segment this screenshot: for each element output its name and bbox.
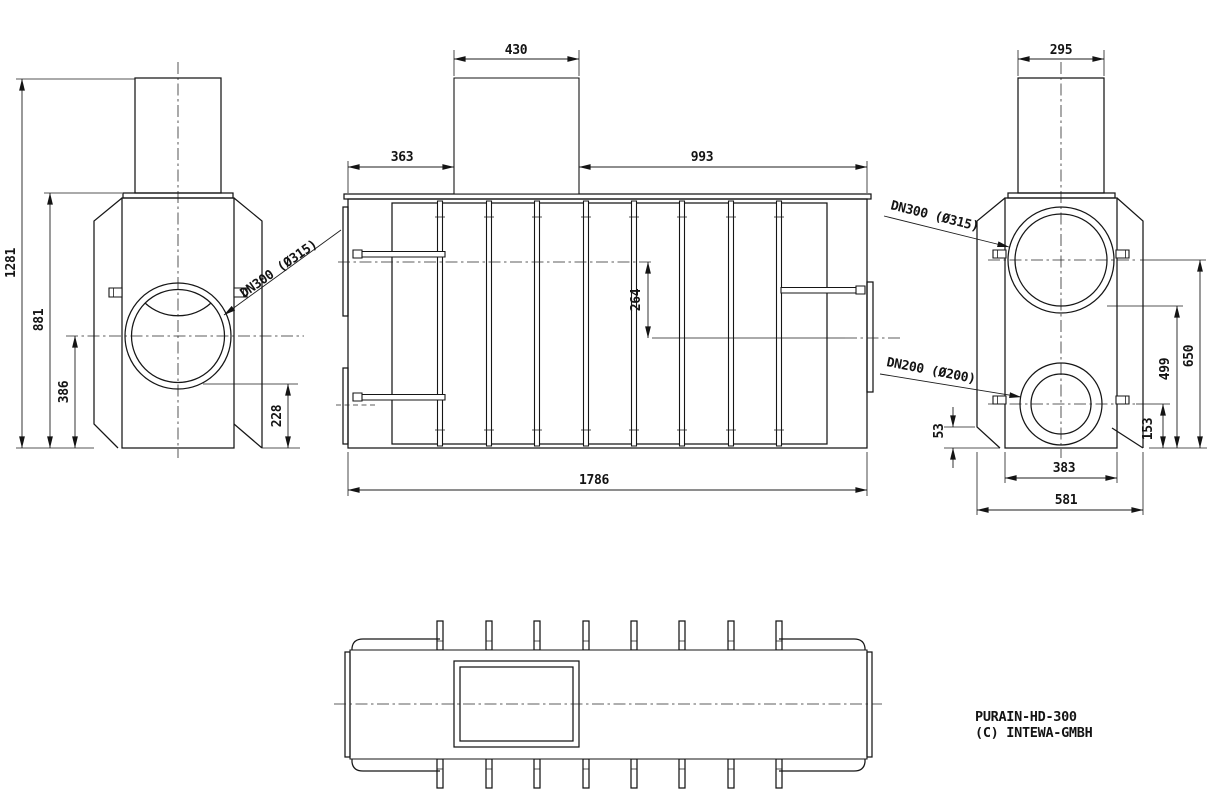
product-name: PURAIN-HD-300: [975, 709, 1077, 725]
end-caps: [344, 651, 873, 758]
dim-center-offset: 264: [629, 288, 644, 311]
dn300-label: DN300 (Ø315): [889, 198, 980, 234]
right-end-cap: [866, 281, 874, 393]
rib-tabs-bottom: [436, 758, 783, 789]
dim-port-bottom: 228: [270, 404, 285, 427]
rib-tabs-top: [436, 620, 783, 651]
side-tabs: [108, 287, 248, 298]
top-lid: [343, 193, 872, 200]
dn300-leader: [223, 229, 342, 316]
dn300-socket-outer: [1007, 206, 1115, 314]
flange-plate-outline: [93, 197, 263, 449]
dn200-leader: [879, 373, 1022, 398]
dim-body-width: 383: [1053, 461, 1076, 476]
side-tabs: [992, 249, 1130, 405]
rib: [582, 200, 590, 447]
dim-port-center: 386: [57, 380, 72, 403]
view-right-end: 295 650 499 153 53 383 581 DN300 (Ø315) …: [879, 43, 1207, 515]
body-outline: [1004, 197, 1118, 449]
dn200-socket-inner: [1030, 373, 1092, 435]
side-tab-dividers: [997, 250, 1126, 404]
rib-notches: [435, 216, 784, 431]
outlet-stub: [780, 285, 866, 295]
dim-dn300-bottom: 499: [1158, 358, 1173, 381]
riser-opening-inner: [459, 666, 574, 742]
rib: [630, 200, 638, 447]
extension-lines: [944, 50, 1207, 515]
left-end-caps: [342, 206, 349, 445]
corner-plates: [351, 638, 866, 772]
view-left-end: 1281 881 386 228 DN300 (Ø315): [4, 62, 342, 458]
side-tab-dividers: [113, 288, 244, 297]
rib: [485, 200, 493, 447]
rib-tab-notches: [437, 640, 782, 770]
body-outline: [349, 649, 868, 760]
extension-lines: [16, 78, 300, 449]
copyright-line: (C) INTEWA-GMBH: [975, 725, 1093, 741]
view-side: 430 363 993 264 1786: [336, 43, 900, 496]
riser-outline: [453, 77, 580, 195]
body-outline: [347, 198, 868, 449]
dim-dn200-center: 153: [1141, 418, 1156, 441]
dim-riser-width: 295: [1050, 43, 1073, 58]
rib: [678, 200, 686, 447]
inner-shell: [391, 202, 828, 445]
dn300-socket-inner: [130, 288, 226, 384]
dn300-leader: [883, 215, 1010, 248]
extension-lines: [347, 50, 868, 496]
dim-total-height: 1281: [4, 247, 19, 278]
dn300-label: DN300 (Ø315): [238, 237, 321, 301]
dim-total-length: 1786: [579, 473, 610, 488]
dim-right-offset: 993: [691, 150, 714, 165]
inlet-stub-upper: [352, 249, 446, 259]
rib: [533, 200, 541, 447]
dn300-socket-inner: [1014, 213, 1108, 307]
collar-outline: [1007, 192, 1116, 199]
dim-riser-width: 430: [505, 43, 528, 58]
rib: [775, 200, 783, 447]
title-block: PURAIN-HD-300 (C) INTEWA-GMBH: [975, 709, 1093, 741]
view-top: [334, 620, 882, 789]
dn300-pipe-arc: [144, 302, 212, 317]
dim-chamfer: 53: [932, 423, 947, 438]
dim-body-height: 881: [32, 308, 47, 331]
dim-left-offset: 363: [391, 150, 414, 165]
flange-plate-outline: [976, 197, 1144, 449]
inlet-stub-lower: [352, 392, 446, 402]
dn300-socket-outer: [124, 282, 232, 390]
riser-opening-outer: [453, 660, 580, 748]
dim-flange-width: 581: [1055, 493, 1078, 508]
rib: [436, 200, 444, 447]
dn200-socket-outer: [1019, 362, 1103, 446]
rib: [727, 200, 735, 447]
body-outline: [121, 197, 235, 449]
dim-dn300-center: 650: [1182, 344, 1197, 367]
